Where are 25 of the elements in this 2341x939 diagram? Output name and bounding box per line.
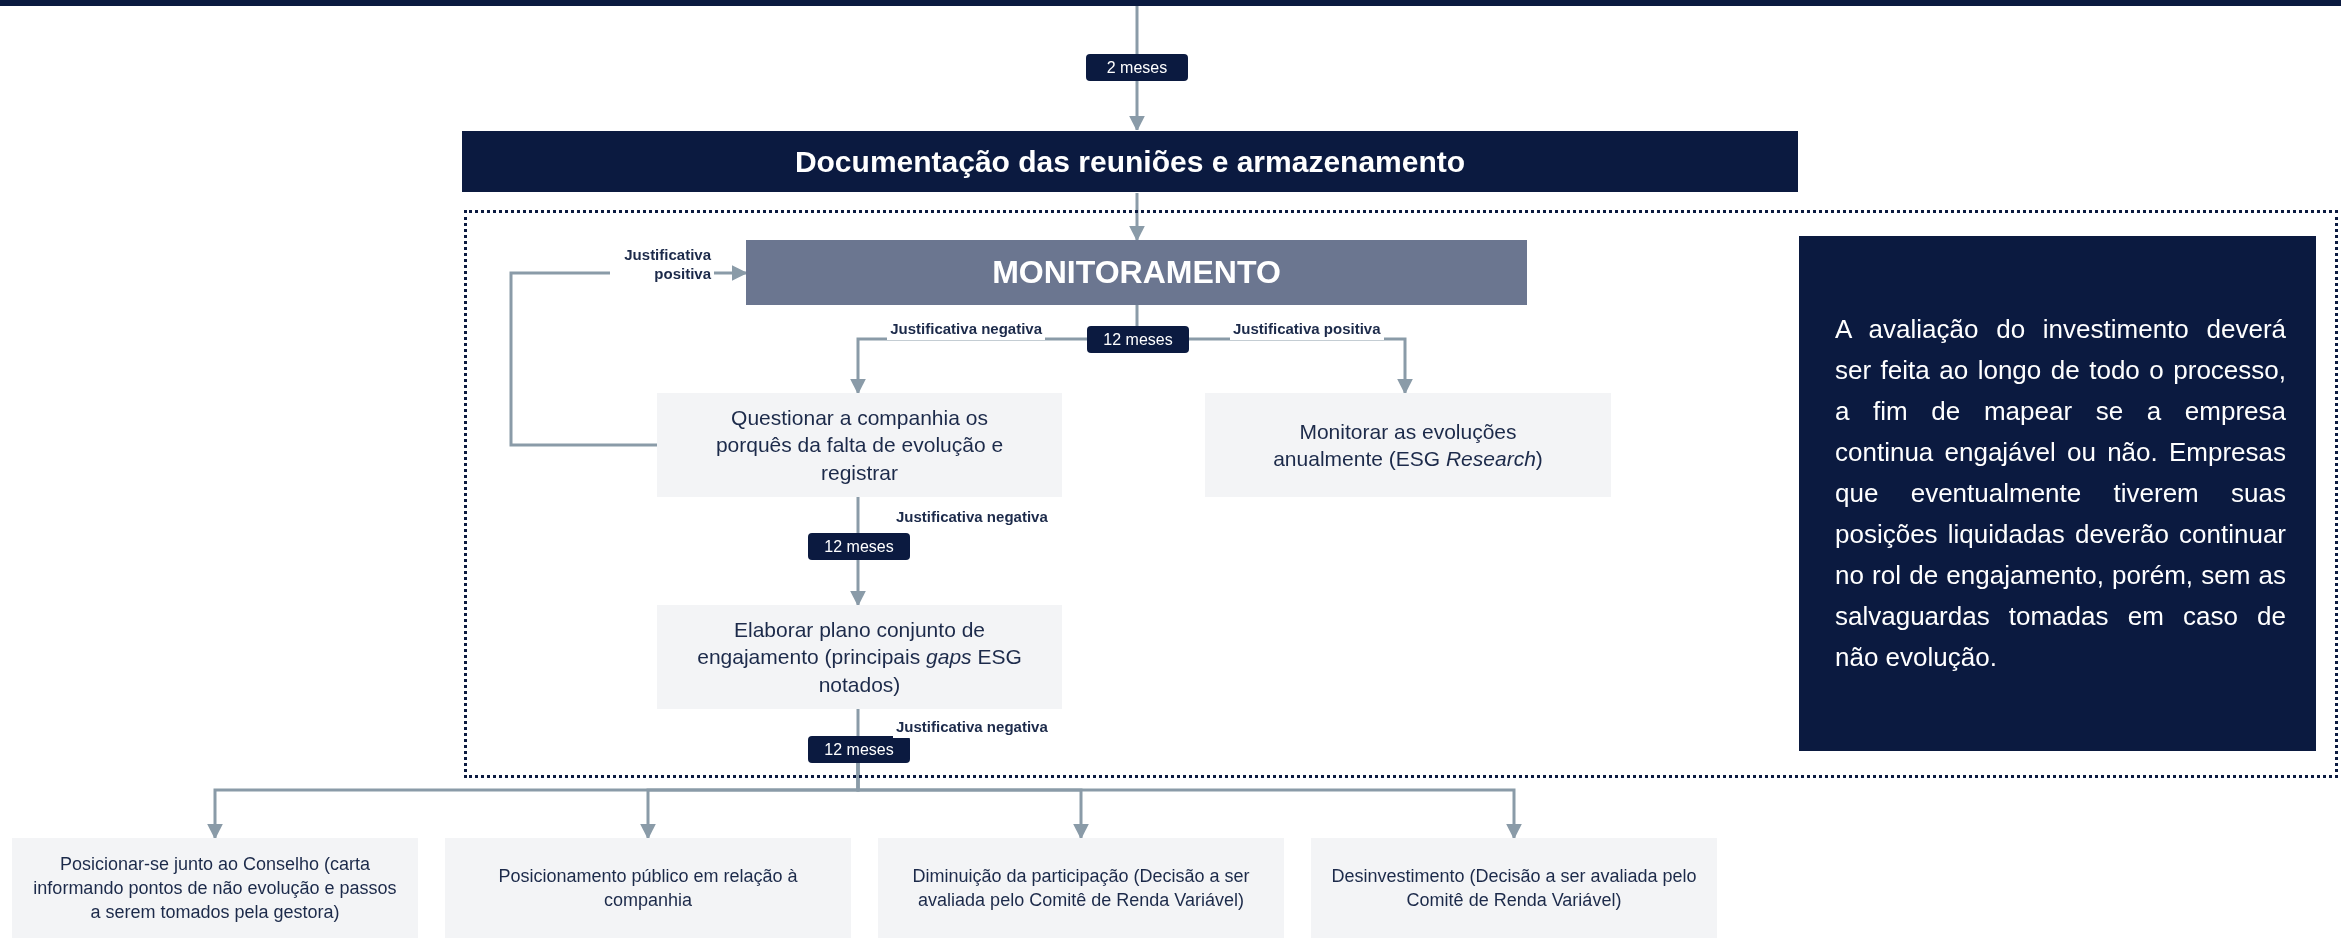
arrow — [1189, 337, 1413, 395]
arrow — [850, 560, 866, 607]
duration-tag: 12 meses — [1087, 326, 1189, 353]
title-bar: Documentação das reuniões e armazenamento — [461, 130, 1799, 193]
connector-line — [856, 709, 860, 736]
connector-line — [856, 497, 860, 533]
connector-line — [1135, 305, 1139, 326]
arrow — [1129, 81, 1145, 132]
note-panel: A avaliação do investimento deverá ser feita ao longo de todo o processo, a fim de mapear se a empresa continua engajável ou não. Empresas que eventualmente tiverem suas posições liquidadas deverão continuar no rol de engajamento, porém, sem as salvaguardas tomadas em caso de não evolução. — [1799, 236, 2316, 751]
connector-line — [1135, 6, 1139, 54]
outcome-box: Desinvestimento (Decisão a ser avaliada pelo Comitê de Renda Variável) — [1311, 838, 1717, 938]
arrow — [1129, 193, 1145, 242]
duration-tag: 12 meses — [808, 533, 910, 560]
outcome-box: Posicionar-se junto ao Conselho (carta informando pontos de não evolução e passos a serem tomados pela gestora) — [12, 838, 418, 938]
process-box: Monitorar as evoluções anualmente (ESG Research) — [1205, 393, 1611, 497]
process-box: Elaborar plano conjunto de engajamento (principais gaps ESG notados) — [657, 605, 1062, 709]
arrow — [856, 763, 1522, 840]
process-box: Questionar a companhia os porquês da falta de evolução e registrar — [657, 393, 1062, 497]
outcome-box: Diminuição da participação (Decisão a ser avaliada pelo Comitê de Renda Variável) — [878, 838, 1284, 938]
duration-tag: 2 meses — [1086, 54, 1188, 81]
dotted-frame — [464, 210, 2338, 778]
arrow — [850, 337, 1087, 395]
outcome-box: Posicionamento público em relação à companhia — [445, 838, 851, 938]
stage-header: MONITORAMENTO — [746, 240, 1527, 305]
duration-tag: 12 meses — [808, 736, 910, 763]
